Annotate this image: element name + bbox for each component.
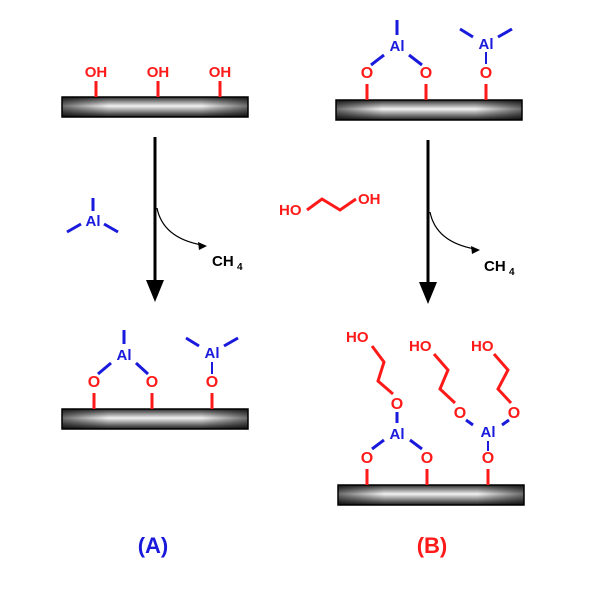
ch-label: CH [212, 253, 234, 270]
substrate-a-bottom [61, 408, 249, 430]
ch-subscript: 4 [237, 262, 243, 273]
ch-label: CH [484, 258, 506, 275]
oh-label: OH [147, 64, 170, 81]
methane-byproduct-b: CH 4 [484, 258, 515, 278]
reaction-arrow-b [419, 140, 480, 304]
bridged-al-glycol-site-b: O O Al O HO [346, 329, 433, 485]
o-label: O [361, 450, 373, 467]
o-label: O [508, 405, 520, 422]
ho-label: HO [346, 329, 369, 346]
ho-label: HO [409, 338, 432, 355]
o-label: O [454, 405, 466, 422]
monodentate-al-site-b-top: O Al [459, 27, 513, 100]
o-label: O [420, 65, 432, 82]
al-label: Al [117, 347, 132, 364]
panel-label-a: (A) [138, 533, 169, 558]
al-label: Al [390, 38, 405, 55]
substrate-b-bottom [337, 484, 525, 506]
ho-label: HO [471, 338, 494, 355]
substrate-a-top [61, 96, 249, 118]
o-label: O [391, 396, 403, 413]
al-label: Al [205, 345, 220, 362]
reaction-arrow-a [146, 137, 207, 302]
o-label: O [146, 374, 158, 391]
o-label: O [88, 374, 100, 391]
ethylene-glycol-reagent: HO OH [279, 191, 381, 219]
al-label: Al [390, 426, 405, 443]
bridged-al-site-a: O O Al [88, 330, 158, 409]
substrate-b-top [335, 99, 523, 121]
al-label: Al [479, 36, 494, 53]
o-label: O [421, 450, 433, 467]
tma-reagent: Al [66, 198, 119, 234]
o-label: O [206, 374, 218, 391]
al-diglycol-site-b: O Al O HO O HO [409, 338, 520, 485]
oh-label: OH [209, 64, 232, 81]
panel-label-b: (B) [417, 533, 448, 558]
al-label: Al [481, 424, 496, 441]
o-label: O [482, 450, 494, 467]
bridged-al-site-b-top: O O Al [361, 20, 432, 100]
monodentate-al-site-a: O Al [185, 336, 239, 409]
methane-byproduct-a: CH 4 [212, 253, 243, 273]
o-label: O [480, 65, 492, 82]
ho-label: HO [279, 202, 302, 219]
hydroxyl-groups-a [94, 81, 222, 97]
oh-label: OH [358, 191, 381, 208]
oh-label: OH [85, 64, 108, 81]
ch-subscript: 4 [509, 267, 515, 278]
al-label: Al [86, 213, 101, 230]
o-label: O [361, 65, 373, 82]
